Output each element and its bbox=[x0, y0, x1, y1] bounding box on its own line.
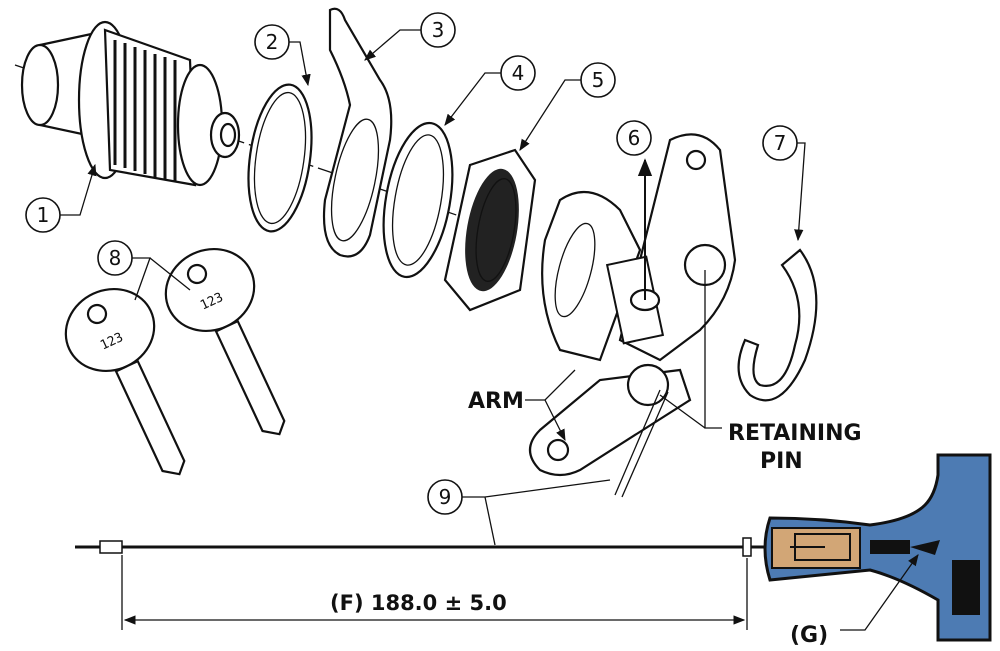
callout-9: 9 bbox=[427, 479, 611, 546]
hex-nut bbox=[443, 148, 537, 312]
callout-1: 1 bbox=[25, 163, 97, 233]
svg-text:2: 2 bbox=[266, 30, 279, 54]
cam-arm-assembly bbox=[528, 133, 737, 498]
svg-text:4: 4 bbox=[512, 61, 525, 85]
svg-text:(F) 188.0 ± 5.0: (F) 188.0 ± 5.0 bbox=[330, 591, 507, 615]
svg-text:7: 7 bbox=[774, 131, 787, 155]
g-label: (G) bbox=[790, 623, 828, 648]
callout-8: 8 bbox=[97, 240, 191, 301]
arm-label: ARM bbox=[468, 389, 524, 414]
install-tool bbox=[763, 453, 992, 642]
washer-ring bbox=[247, 83, 313, 233]
svg-text:5: 5 bbox=[592, 68, 605, 92]
svg-text:9: 9 bbox=[439, 485, 452, 509]
callout-2: 2 bbox=[254, 24, 311, 87]
dimension-f: (F) 188.0 ± 5.0 bbox=[121, 555, 748, 630]
callout-7: 7 bbox=[762, 125, 806, 242]
retaining-clip bbox=[737, 248, 818, 402]
retaining-pin-label-1: RETAINING bbox=[728, 421, 862, 446]
svg-text:1: 1 bbox=[37, 203, 50, 227]
spacer-ring bbox=[382, 121, 454, 279]
lock-cylinder bbox=[20, 20, 241, 187]
svg-text:8: 8 bbox=[109, 246, 122, 270]
keys: 123 123 bbox=[64, 247, 286, 476]
mounting-bracket bbox=[322, 7, 393, 258]
svg-text:3: 3 bbox=[432, 18, 445, 42]
callout-3: 3 bbox=[364, 12, 456, 61]
retaining-pin-label-2: PIN bbox=[760, 449, 803, 474]
callout-4: 4 bbox=[444, 55, 536, 126]
rod bbox=[75, 537, 770, 557]
svg-text:6: 6 bbox=[628, 126, 641, 150]
callout-5: 5 bbox=[519, 62, 616, 151]
callout-6: 6 bbox=[616, 120, 652, 156]
